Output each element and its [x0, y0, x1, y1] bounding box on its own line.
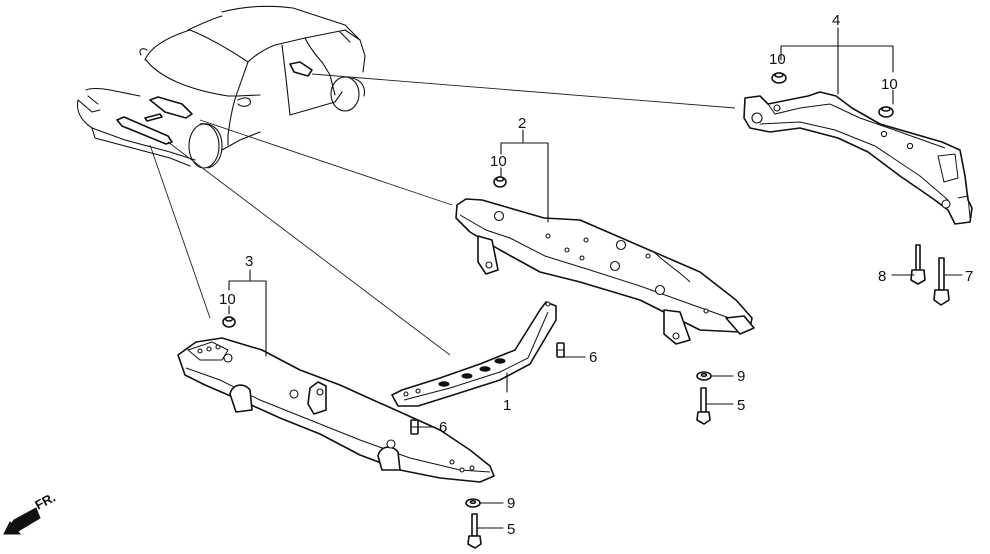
bolt-7[interactable]: [933, 257, 950, 306]
callout-1[interactable]: 1: [503, 397, 511, 414]
washer-9-left[interactable]: [465, 498, 481, 508]
callout-2[interactable]: 2: [518, 115, 526, 132]
leader-lines: [149, 73, 736, 356]
nut-10-d[interactable]: [222, 316, 236, 328]
nut-10-a[interactable]: [771, 72, 787, 84]
callout-3[interactable]: 3: [245, 253, 253, 270]
callout-8[interactable]: 8: [878, 268, 886, 285]
front-direction-indicator: FR.: [3, 490, 58, 535]
washer-9-right[interactable]: [696, 371, 712, 381]
callout-7[interactable]: 7: [965, 268, 973, 285]
callout-10-c[interactable]: 10: [490, 153, 507, 170]
callout-9-right[interactable]: 9: [737, 368, 745, 385]
callout-5-left[interactable]: 5: [507, 521, 515, 538]
callout-6-left[interactable]: 6: [439, 419, 447, 436]
callout-9-left[interactable]: 9: [507, 495, 515, 512]
nut-10-b[interactable]: [878, 106, 894, 118]
part-1-front-beam[interactable]: [391, 301, 557, 407]
part-4-rear-crossmember[interactable]: [743, 91, 973, 225]
car-body-outline: [76, 5, 366, 169]
bolt-5-left[interactable]: [467, 513, 482, 549]
bolt-5-right[interactable]: [696, 387, 711, 425]
callout-10-a[interactable]: 10: [769, 51, 786, 68]
callout-5-right[interactable]: 5: [737, 397, 745, 414]
callout-4[interactable]: 4: [832, 12, 840, 29]
callout-6-right[interactable]: 6: [589, 349, 597, 366]
stud-6-left[interactable]: [410, 419, 419, 435]
nut-10-c[interactable]: [493, 176, 507, 188]
callout-10-b[interactable]: 10: [881, 76, 898, 93]
callout-lines: [228, 27, 963, 529]
part-3-front-crossmember[interactable]: [177, 337, 495, 483]
part-2-center-crossmember[interactable]: [455, 198, 755, 345]
stud-6-right[interactable]: [556, 342, 565, 358]
callout-10-d[interactable]: 10: [219, 291, 236, 308]
bolt-8[interactable]: [910, 244, 926, 285]
